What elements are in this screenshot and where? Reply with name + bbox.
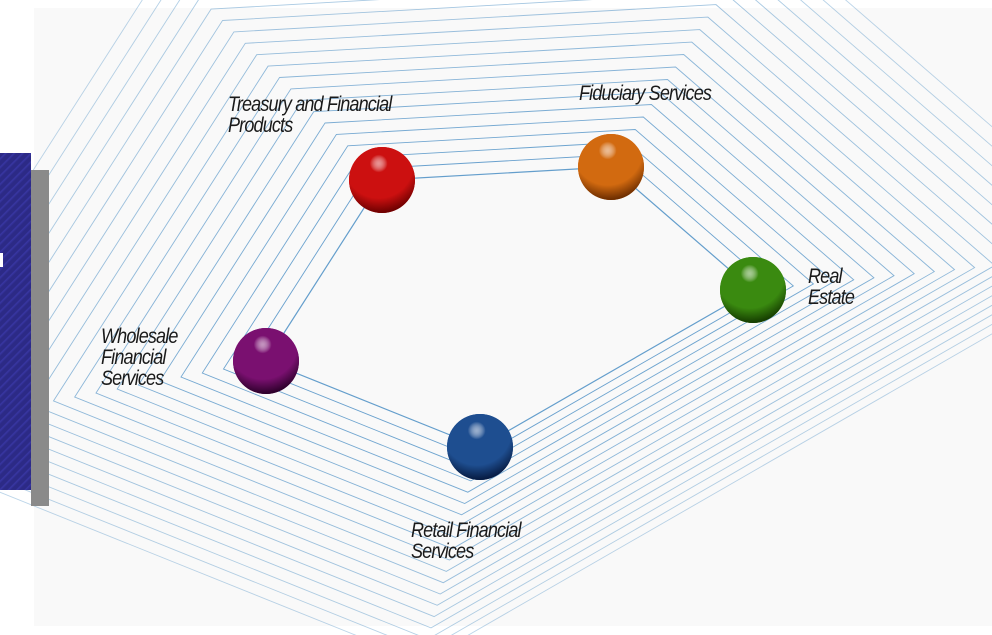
label-line: Services [411, 540, 474, 563]
side-panel [0, 153, 31, 490]
red-sphere-icon [349, 147, 415, 213]
green-sphere-icon [720, 257, 786, 323]
label-line: Treasury and Financial [228, 93, 392, 116]
side-panel-notch [0, 253, 3, 267]
concentric-outline [222, 141, 795, 471]
purple-sphere-icon [233, 328, 299, 394]
concentric-outline [52, 41, 956, 561]
label-fiduciary: Fiduciary Services [579, 82, 712, 105]
label-line: Financial [101, 346, 166, 369]
label-line: Fiduciary Services [579, 82, 712, 105]
label-wholesale: Wholesale Financial Services [101, 326, 178, 389]
label-line: Retail Financial [411, 519, 522, 542]
side-panel-shadow [31, 170, 49, 506]
label-line: Wholesale [101, 325, 178, 348]
label-real-estate: Real Estate [808, 265, 855, 309]
concentric-outline [74, 54, 936, 550]
concentric-outline [137, 91, 875, 516]
label-line: Services [101, 367, 164, 390]
orange-sphere-icon [578, 134, 644, 200]
concentric-outline [116, 79, 895, 527]
label-retail: Retail Financial Services [411, 519, 522, 563]
concentric-outline [265, 166, 755, 448]
concentric-outline [31, 29, 976, 572]
concentric-outline [95, 66, 915, 538]
sphere-nodes [233, 134, 786, 480]
concentric-outline [180, 116, 835, 493]
concentric-outline [159, 104, 855, 504]
concentric-outline [0, 0, 992, 618]
concentric-outline [201, 129, 815, 482]
label-line: Real [808, 265, 843, 288]
label-treasury: Treasury and Financial Products [228, 93, 392, 137]
blue-sphere-icon [447, 414, 513, 480]
label-line: Products [228, 114, 293, 137]
label-line: Estate [808, 286, 855, 309]
concentric-outline [10, 16, 992, 584]
